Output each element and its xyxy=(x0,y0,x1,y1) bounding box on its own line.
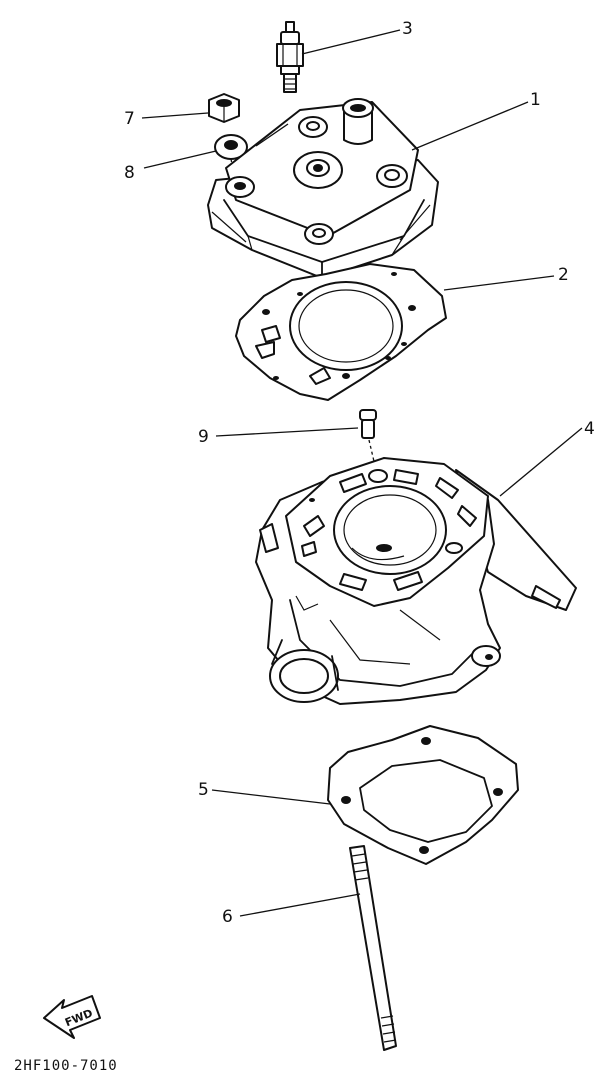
fwd-arrow-icon: FWD xyxy=(43,995,101,1039)
part-7-nut xyxy=(208,93,240,123)
part-5-base-gasket xyxy=(327,725,519,865)
leader-lines xyxy=(141,29,583,917)
callout-7: 7 xyxy=(124,109,135,129)
diagram-code: 2HF100-7010 xyxy=(14,1058,118,1074)
part-1-cylinder-head xyxy=(207,98,439,279)
callout-6: 6 xyxy=(222,907,233,927)
callout-2: 2 xyxy=(558,265,569,285)
callout-3: 3 xyxy=(402,19,413,39)
part-9-dowel-pin xyxy=(359,409,377,439)
part-4-cylinder xyxy=(255,457,577,705)
callout-1: 1 xyxy=(530,90,541,110)
part-2-head-gasket xyxy=(235,263,447,401)
part-6-stud-bolt xyxy=(349,845,397,1051)
part-3-spark-plug xyxy=(276,21,304,93)
callout-5: 5 xyxy=(198,780,209,800)
callout-8: 8 xyxy=(124,163,135,183)
part-8-washer xyxy=(214,134,248,160)
callout-9: 9 xyxy=(198,427,209,447)
callout-4: 4 xyxy=(584,419,595,439)
